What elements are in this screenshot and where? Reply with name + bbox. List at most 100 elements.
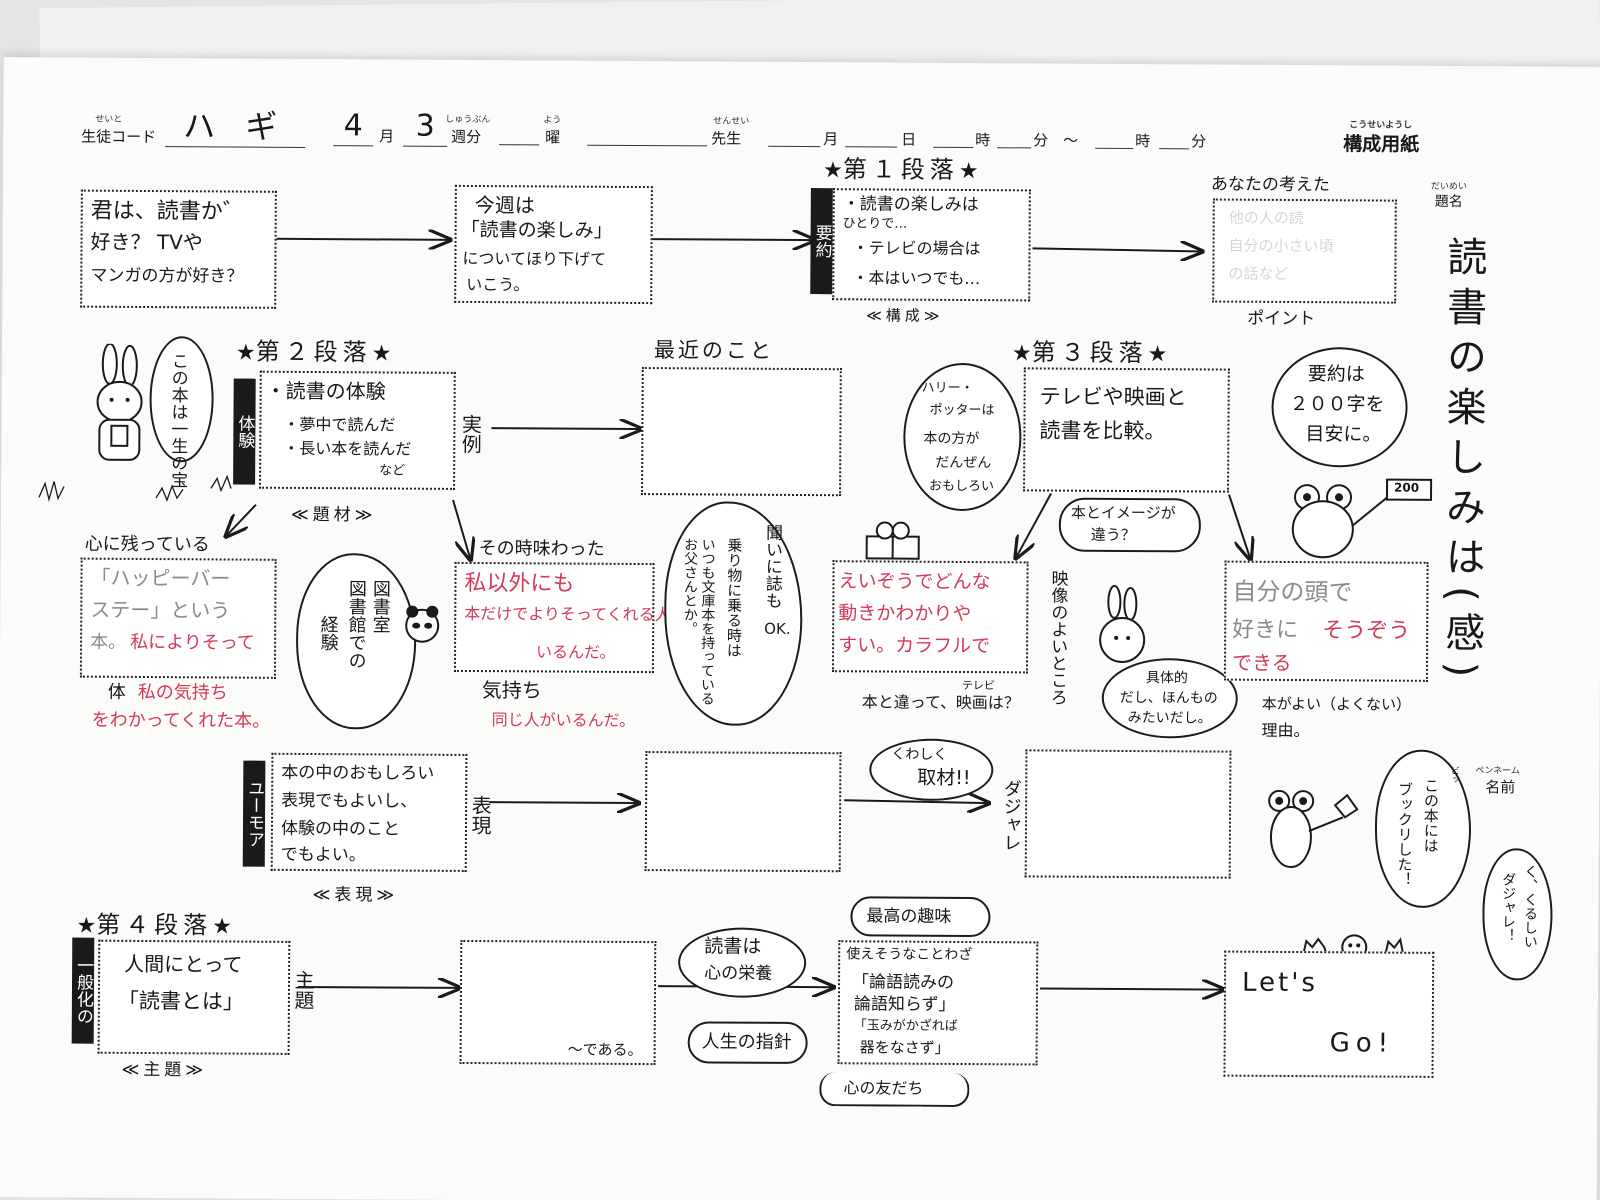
summary-length-line-3: 目安に。: [1305, 423, 1382, 446]
section-4-heading: ★第４段落★: [76, 910, 232, 941]
owl-reading-doodle-icon: [865, 521, 920, 560]
theme-box[interactable]: 今週は 「読書の楽しみ」 についてほり下げて いこう。: [454, 184, 653, 305]
comparison-box[interactable]: テレビや映画と 読書を比較。: [1023, 367, 1230, 493]
student-code-furigana: せいと: [95, 114, 123, 125]
start-hour-field[interactable]: [933, 128, 974, 149]
expression-line-3: 体験の中のこと: [280, 818, 401, 840]
concrete-bubble: 具体的 だし、ほんもの みたいだし。: [1101, 657, 1239, 739]
expression-example-box[interactable]: [644, 751, 842, 873]
sheet-title: こうせいようし 構成用紙: [1343, 120, 1420, 157]
intro-line-3: マンガの方が好き？: [90, 265, 244, 287]
concrete-line-2: だし、ほんもの: [1119, 689, 1218, 707]
date-month-label: 月: [823, 130, 839, 149]
point-label: ポイント: [1247, 308, 1316, 330]
lets-go-box[interactable]: Let's Go!: [1223, 950, 1435, 1078]
summary-length-line-1: 要約は: [1307, 363, 1365, 386]
star-icon: ★: [822, 158, 843, 184]
harry-line-4: だんぜん: [935, 454, 992, 472]
memorable-tail-1: 体: [107, 681, 126, 703]
date-month-field[interactable]: [768, 127, 821, 148]
reason-label-1: 本がよい（よくない）: [1261, 694, 1412, 714]
rabbit-doodle-icon: [1099, 584, 1146, 663]
kimochi-label: 気持ち: [481, 678, 542, 703]
proverb-line-1: 「論語読みの: [851, 972, 955, 993]
memorable-line-1: 「ハッピーバー: [90, 565, 231, 591]
video-merit-label: 映像のよいところ: [1046, 569, 1068, 706]
research-line-1: くわしく: [891, 746, 948, 763]
summary-line-4: ・本はいつでも…: [852, 268, 981, 289]
title-label: だいめい 題名: [1431, 182, 1467, 212]
weekday-label: よう 曜: [543, 115, 561, 147]
memorable-line-2: ステー」という: [90, 597, 231, 623]
teacher-field[interactable]: [587, 126, 708, 147]
end-hour-field[interactable]: [1095, 129, 1134, 150]
your-point-box[interactable]: 他の人の読 自分の小さい頃 の話など: [1212, 198, 1397, 304]
theme-line-2: 「読書の楽しみ」: [460, 218, 613, 242]
sheet-title-text: 構成用紙: [1343, 133, 1420, 156]
intro-box[interactable]: 君は、読書か゛ 好き？ TVや マンガの方が好き？: [80, 189, 277, 309]
pun-box[interactable]: [1024, 749, 1232, 879]
section-1-text: 第１段落: [842, 155, 959, 184]
research-bubble: くわしく 取材!!: [869, 738, 994, 802]
weekday-label-text: 曜: [545, 128, 561, 147]
visual-merit-line-2: 動きかわかりや: [838, 602, 972, 626]
star-icon: ★: [958, 158, 979, 185]
image-diff-line-2: 違う？: [1090, 525, 1136, 545]
summary-line-3: ・テレビの場合は: [852, 238, 981, 259]
student-code-field[interactable]: ハ ギ: [165, 106, 306, 148]
month-label: 月: [379, 127, 395, 146]
imagination-mix-2: そうぞう: [1322, 618, 1411, 644]
theme-box-final[interactable]: 人間にとって 「読書とは」: [97, 939, 291, 1055]
weekday-field[interactable]: [499, 126, 540, 146]
library-line-1: 図書室: [369, 579, 391, 634]
end-minute-field[interactable]: [1159, 130, 1190, 150]
image-diff-bubble: 本とイメージが 違う？: [1058, 497, 1202, 553]
composition-sheet: せいと 生徒コード ハ ギ 4 月 3 しゅうぶん 週分 よう 曜 せんせい 先…: [0, 57, 1600, 1200]
proverb-label: 使えそうなことわざ: [846, 946, 973, 964]
lets-go-line-1: Let's: [1241, 967, 1319, 999]
week-field[interactable]: 3: [403, 107, 448, 147]
summary-tag: 要約: [810, 188, 833, 295]
library-line-3: 経験: [317, 615, 339, 652]
imagination-box[interactable]: 自分の頭で 好きに そうぞう できる: [1223, 560, 1429, 682]
pen-name-furigana: ペンネーム: [1475, 766, 1520, 777]
comparison-line-2: 読書を比較。: [1039, 418, 1166, 444]
concrete-line-1: 具体的: [1145, 670, 1188, 687]
experience-line-3: ・長い本を読んだ: [283, 438, 412, 459]
section-2-text: 第２段落: [255, 337, 372, 367]
summary-box[interactable]: ・読書の楽しみは ひとりで… ・テレビの場合は ・本はいつでも…: [832, 188, 1031, 302]
essay-title: 読書の楽しみは(感): [1437, 235, 1487, 688]
painful-pun-bubble: く、くるしい ダジャレ！: [1482, 848, 1553, 981]
recent-box[interactable]: [641, 367, 842, 497]
best-hobby-bubble: 最高の趣味: [850, 896, 991, 938]
feeling-box[interactable]: 私以外にも 本だけでよりそってくれる人が いるんだ。: [453, 561, 687, 674]
start-minute-field[interactable]: [997, 129, 1032, 149]
section-2-heading: ★第２段落★: [236, 337, 392, 368]
main-theme-label: ≪主題≫: [121, 1059, 208, 1081]
memorable-book-box[interactable]: 「ハッピーバー ステー」という 本。 私によりそって: [79, 557, 277, 679]
expression-box[interactable]: 本の中のおもしろい 表現でもよいし、 体験の中のこと でもよい。: [270, 752, 468, 872]
harry-potter-bubble: ハリー・ ポッターは 本の方が だんぜん おもしろい: [902, 362, 1022, 512]
visual-merit-box[interactable]: えいぞうでどんな 動きかわかりや すい。カラフルで: [831, 560, 1029, 674]
kimochi-red: 同じ人がいるんだ。: [491, 710, 636, 730]
date-day-field[interactable]: [845, 128, 898, 148]
harry-line-5: おもしろい: [929, 478, 995, 495]
week-label-text: 週分: [451, 127, 482, 147]
harry-line-1: ハリー・: [921, 380, 974, 397]
start-hour-label: 時: [975, 131, 991, 150]
proverb-box[interactable]: 使えそうなことわざ 「論語読みの 論語知らず」 「玉みがかざれば 器をなさず」: [837, 940, 1039, 1066]
library-bubble: 図書室 図書館での 経験: [295, 552, 417, 730]
month-field[interactable]: 4: [333, 107, 374, 146]
example-tag: 実例: [458, 413, 483, 455]
reason-label-2: 理由。: [1261, 720, 1310, 741]
visual-merit-line-1: えいぞうでどんな: [838, 570, 991, 594]
book-diff-2: テレビ: [961, 678, 995, 693]
nourishment-bubble: 読書は 心の栄養: [677, 927, 807, 999]
frog-book-doodle-icon: [1268, 789, 1359, 869]
expression-tag: 表現: [467, 794, 493, 836]
expression-label: ≪表現≫: [312, 885, 399, 906]
experience-box[interactable]: ・読書の体験 ・夢中で読んだ ・長い本を読んだ など: [259, 370, 456, 490]
imagination-mix-1: 好きに: [1232, 617, 1299, 644]
star-icon: ★: [371, 341, 392, 367]
